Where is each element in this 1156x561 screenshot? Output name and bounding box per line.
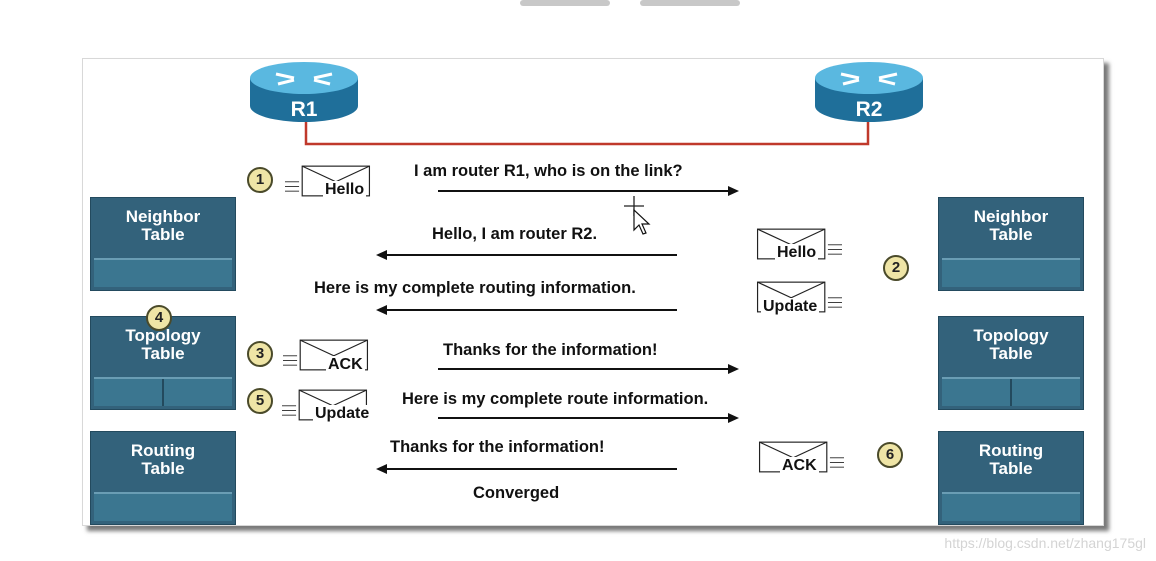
arrow-right-icon xyxy=(438,364,739,374)
r1-topology-table: Topology Table xyxy=(90,316,236,410)
table-title: Topology Table xyxy=(973,326,1049,363)
envelope-label: Hello xyxy=(323,181,367,199)
table-title: Neighbor Table xyxy=(125,207,201,244)
r2-routing-table: Routing Table xyxy=(938,431,1084,525)
arrow-left-icon xyxy=(376,250,677,260)
router-r1-label: R1 xyxy=(290,98,318,121)
arrow-left-icon xyxy=(376,305,677,315)
arrow-right-icon xyxy=(438,413,739,423)
step-5-badge: 5 xyxy=(247,388,273,414)
envelope-label: ACK xyxy=(326,356,365,374)
table-title: Routing Table xyxy=(130,441,196,478)
r2-topology-table: Topology Table xyxy=(938,316,1084,410)
arrow-left-icon xyxy=(376,464,677,474)
router-r1-icon xyxy=(250,62,358,122)
step-4-badge: 4 xyxy=(146,305,172,331)
diagram-slide xyxy=(82,58,1104,526)
envelope-label: Update xyxy=(313,405,372,423)
message-3: Here is my complete routing information. xyxy=(314,279,636,297)
mouse-cursor-icon xyxy=(624,196,651,235)
r1-routing-table: Routing Table xyxy=(90,431,236,525)
step-3-badge: 3 xyxy=(247,341,273,367)
table-body xyxy=(942,377,1080,406)
title-fragment xyxy=(640,0,740,6)
table-body xyxy=(94,258,232,287)
message-5: Here is my complete route information. xyxy=(402,390,709,408)
table-body xyxy=(942,258,1080,287)
title-fragment xyxy=(520,0,610,6)
r2-neighbor-table: Neighbor Table xyxy=(938,197,1084,291)
router-r2-label: R2 xyxy=(855,98,883,121)
message-1: I am router R1, who is on the link? xyxy=(414,162,683,180)
table-title: Routing Table xyxy=(978,441,1044,478)
table-title: Neighbor Table xyxy=(973,207,1049,244)
step-6-badge: 6 xyxy=(877,442,903,468)
table-body xyxy=(94,377,232,406)
message-4: Thanks for the information! xyxy=(443,341,658,359)
table-body xyxy=(942,492,1080,521)
router-link xyxy=(304,108,870,146)
envelope-label: Update xyxy=(761,298,820,316)
converged-label: Converged xyxy=(473,484,560,502)
r1-neighbor-table: Neighbor Table xyxy=(90,197,236,291)
message-6: Thanks for the information! xyxy=(390,438,605,456)
watermark: https://blog.csdn.net/zhang175gl xyxy=(944,535,1146,551)
message-2: Hello, I am router R2. xyxy=(432,225,598,243)
table-body xyxy=(94,492,232,521)
arrow-right-icon xyxy=(438,186,739,196)
table-title: Topology Table xyxy=(125,326,201,363)
envelope-label: ACK xyxy=(780,457,819,475)
step-1-badge: 1 xyxy=(247,167,273,193)
router-r2-icon xyxy=(815,62,923,122)
envelope-label: Hello xyxy=(775,244,819,262)
step-2-badge: 2 xyxy=(883,255,909,281)
